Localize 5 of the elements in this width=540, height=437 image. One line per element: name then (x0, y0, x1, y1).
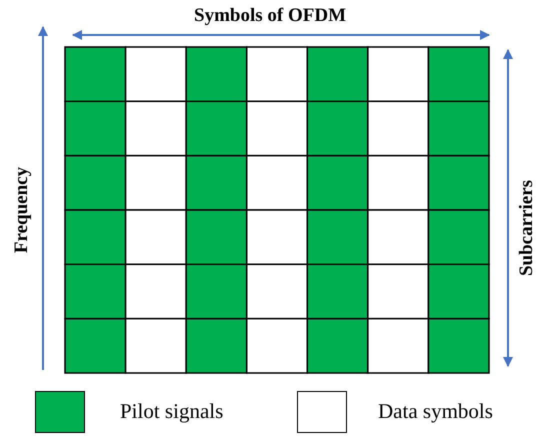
axis-label: Frequency (11, 166, 34, 254)
axis-label: Subcarriers (516, 180, 538, 276)
axis-label: Symbols of OFDM (194, 5, 346, 27)
legend-label: Data symbols (378, 399, 493, 424)
legend-label: Pilot signals (120, 399, 224, 424)
